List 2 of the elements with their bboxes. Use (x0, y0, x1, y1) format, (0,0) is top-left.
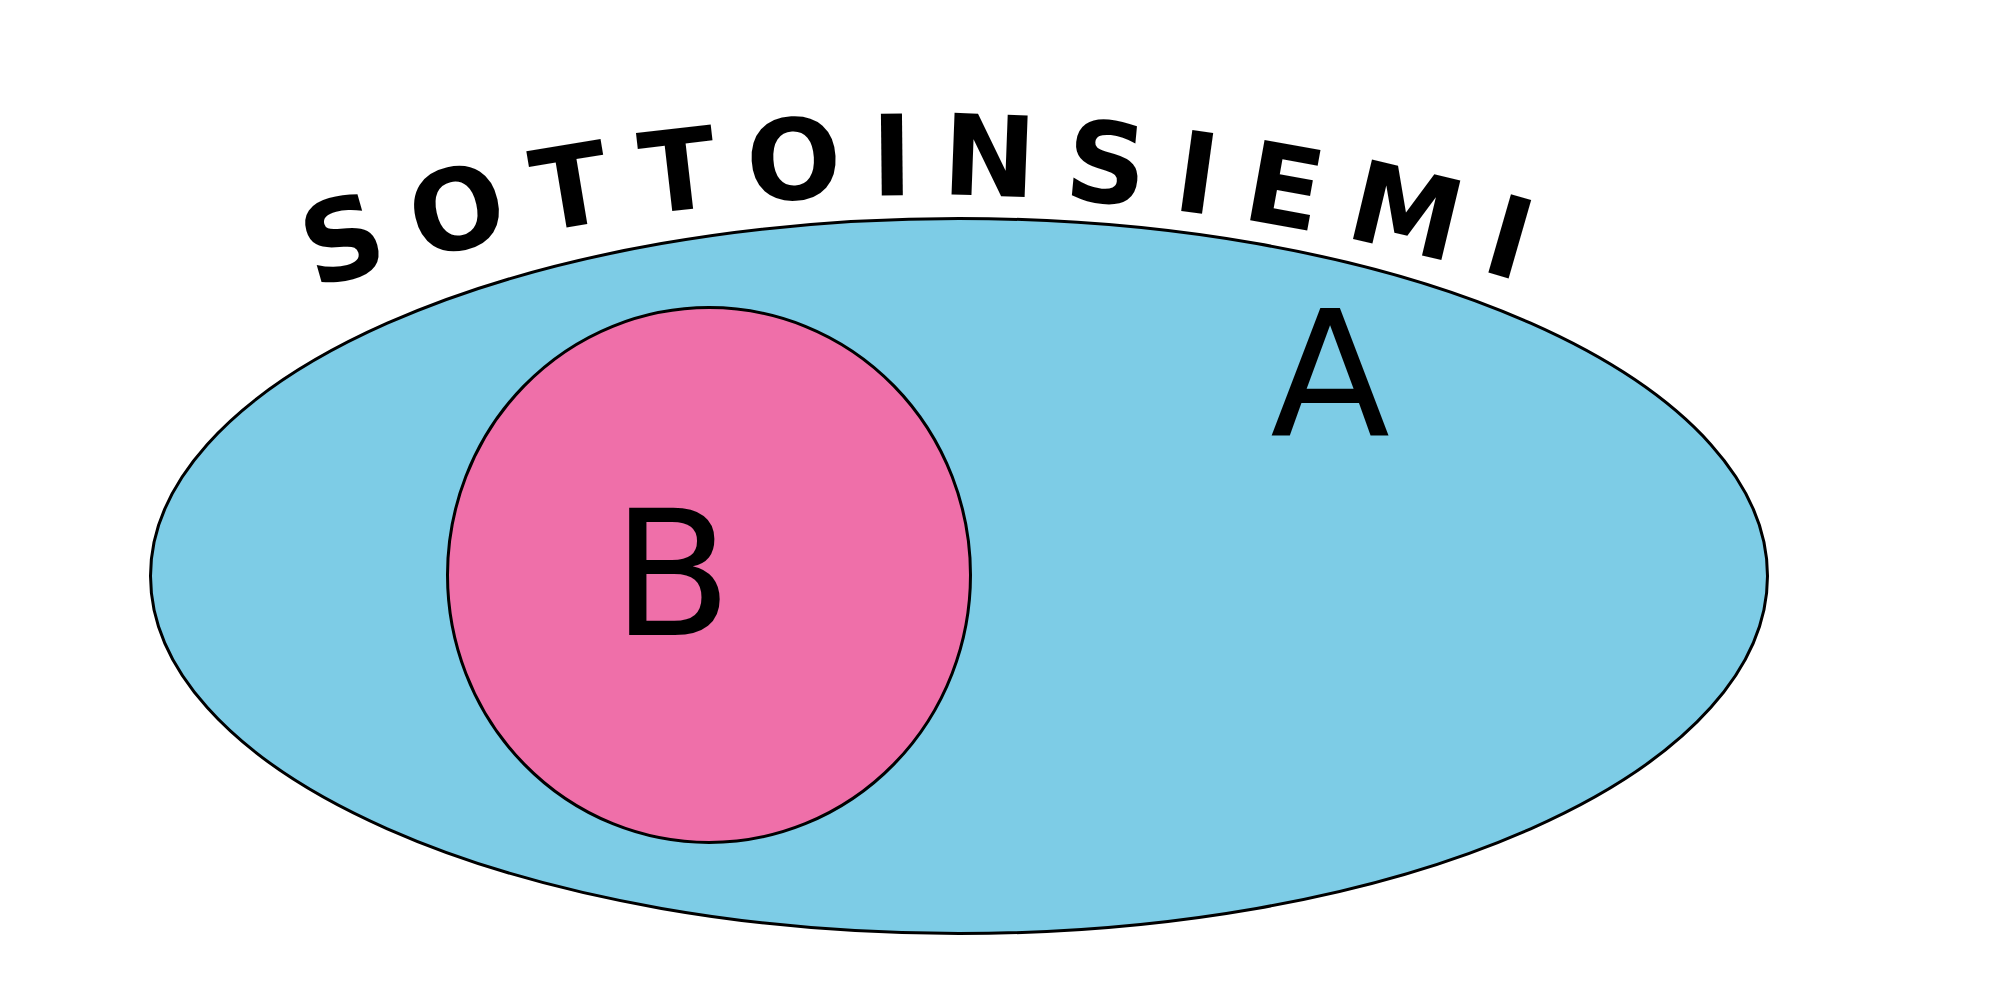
set-label: B (611, 486, 733, 662)
set-ellipse (446, 306, 972, 844)
